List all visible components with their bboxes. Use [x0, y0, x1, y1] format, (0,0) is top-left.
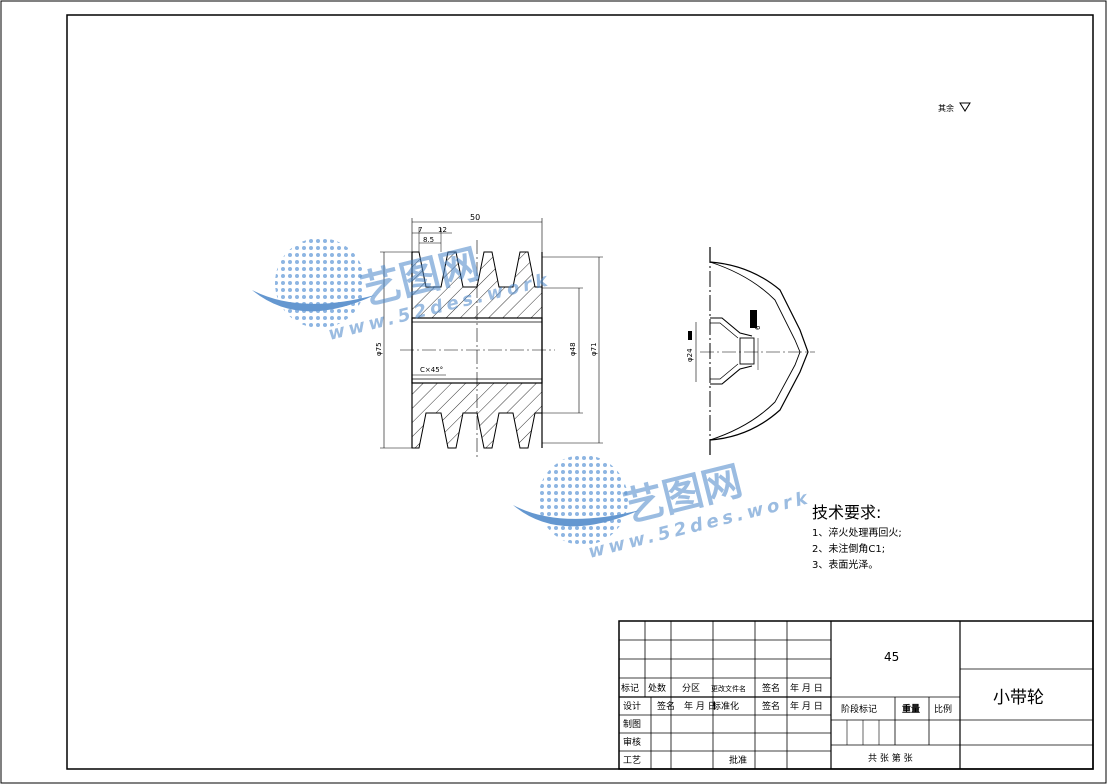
- tb-stage: 阶段标记: [841, 703, 877, 715]
- title-block-text: 标记 处数 分区 更改文件名 签名 年 月 日 设计 签名 年 月 日 标准化 …: [621, 650, 1044, 766]
- dim-width: 50: [470, 213, 480, 222]
- pulley-outer-profile: [709, 247, 809, 455]
- tb-weight: 重量: [902, 703, 920, 715]
- surface-roughness-note: 其余: [938, 102, 971, 113]
- tb-material: 45: [884, 650, 899, 664]
- tb-label-date: 年 月 日: [790, 682, 823, 694]
- dim-edge: 7: [418, 226, 422, 234]
- side-view: φ24 6: [686, 247, 815, 455]
- hub-profile: [710, 317, 753, 385]
- tb-design-date: 年 月 日: [684, 700, 717, 712]
- tb-design-sign: 签名: [657, 700, 675, 712]
- tb-sheets: 共 张 第 张: [868, 752, 913, 764]
- requirement-item-1: 1、淬火处理再回火;: [812, 526, 902, 539]
- tb-approve: 批准: [729, 754, 747, 766]
- tb-std-date: 年 月 日: [790, 700, 823, 712]
- tb-label-sign: 签名: [762, 682, 780, 694]
- dim-hub-diameter: φ24: [686, 348, 694, 362]
- tb-label-zone: 分区: [682, 683, 700, 694]
- tb-process: 工艺: [623, 755, 641, 766]
- tb-standardize: 标准化: [712, 700, 739, 712]
- tb-label-mark: 标记: [621, 682, 639, 694]
- tb-design: 设计: [623, 700, 641, 712]
- requirement-item-2: 2、未注倒角C1;: [812, 542, 885, 555]
- watermark-2: 艺图网 www.52des.work: [513, 455, 814, 563]
- surface-note-text: 其余: [938, 103, 954, 113]
- tb-drafter: 制图: [623, 718, 641, 730]
- keyway: [739, 337, 755, 365]
- watermark-globe-icon: [275, 238, 365, 328]
- drawing-frame: [66, 14, 1094, 770]
- tb-std-sign: 签名: [762, 700, 780, 712]
- requirements-title: 技术要求:: [812, 503, 881, 522]
- dim-groove-pitch: 12: [438, 226, 447, 234]
- watermark-globe-icon-2: [538, 455, 628, 545]
- tb-label-change-doc: 更改文件名: [711, 684, 746, 693]
- chamfer-note: C×45°: [420, 366, 443, 374]
- roughness-symbol-icon: [959, 102, 971, 112]
- tb-label-count: 处数: [648, 682, 666, 694]
- dim-key: 6: [754, 325, 762, 330]
- front-section-view: 50 7 12 8.5 φ75 φ48 φ71 C×45°: [375, 213, 603, 460]
- dim-groove-top: 8.5: [423, 236, 434, 244]
- tb-review: 审核: [623, 736, 641, 748]
- dim-pitch-diameter: φ71: [590, 342, 598, 356]
- technical-requirements: 技术要求: 1、淬火处理再回火; 2、未注倒角C1; 3、表面光泽。: [812, 503, 902, 571]
- tb-part-name: 小带轮: [993, 688, 1044, 708]
- title-block: [618, 620, 1094, 770]
- requirement-item-3: 3、表面光泽。: [812, 558, 878, 571]
- dim-outer-diameter: φ75: [375, 342, 383, 356]
- dim-bore-diameter: φ48: [569, 342, 577, 356]
- tb-scale: 比例: [934, 703, 952, 715]
